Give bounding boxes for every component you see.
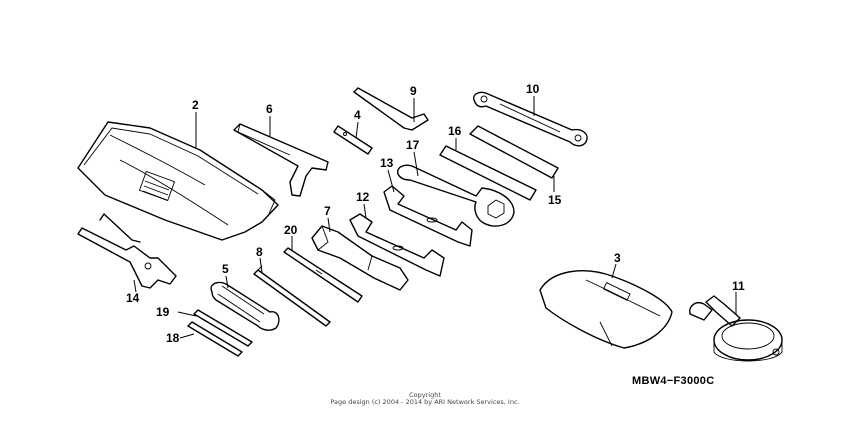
screwdriver-shaft [283,247,363,303]
storage-pouch [539,270,673,349]
callout-6: 6 [266,102,273,116]
screwdriver-handle [210,281,280,331]
callout-16: 16 [448,124,462,138]
diagram-part-code: MBW4−F3000C [632,375,714,387]
callout-20: 20 [284,223,298,237]
callout-14: 14 [126,291,140,305]
callout-4: 4 [354,108,361,122]
callout-9: 9 [410,84,417,98]
callout-12: 12 [356,190,370,204]
screwdriver-blade-2 [187,321,243,357]
callout-15: 15 [548,193,562,207]
callout-17: 17 [406,138,420,152]
callout-7: 7 [324,204,331,218]
combination-wrench [397,164,515,227]
callout-3: 3 [614,251,621,265]
flat-bar-tool-2 [469,125,559,179]
callout-5: 5 [222,262,229,276]
screwdriver-blade [193,309,253,347]
callout-13: 13 [380,156,394,170]
hex-key [353,87,429,131]
copyright-notice: Page design (c) 2004 - 2014 by ARI Netwo… [330,398,520,406]
open-end-wrench-2 [349,213,445,277]
tool-roll-bag [77,121,279,241]
leader-lines [133,96,737,339]
callout-19: 19 [156,305,170,319]
box-end-wrench [473,91,588,147]
callout-10: 10 [526,82,540,96]
tire-pressure-gauge [689,295,783,362]
callout-18: 18 [166,331,180,345]
small-flat-wrench [333,125,373,155]
copyright-line: Copyright [409,391,441,399]
pin-spanner-wrench [233,123,329,197]
spark-plug-socket [311,225,409,291]
callout-11: 11 [732,279,745,293]
callout-8: 8 [256,245,263,259]
open-end-wrench [383,185,473,247]
pliers [77,213,177,289]
callout-2: 2 [192,98,199,112]
flat-bar-tool [439,145,537,201]
